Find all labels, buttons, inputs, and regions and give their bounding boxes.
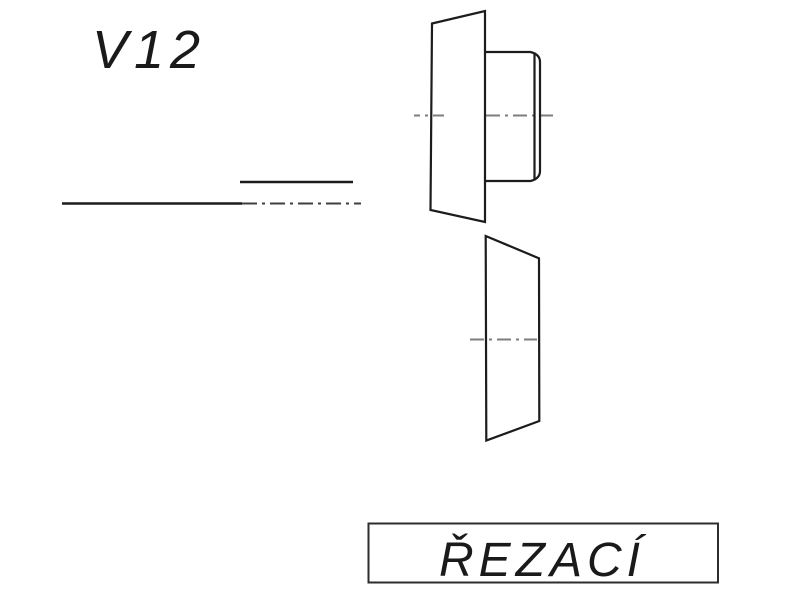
- projection-lines-group: [62, 180, 353, 205]
- top-part-body-outline: [429, 9, 487, 224]
- drawing-version-label: V12: [92, 20, 206, 80]
- centerlines-group: [414, 114, 553, 341]
- title-block-label: ŘEZACÍ: [439, 534, 647, 587]
- bottom-part-body-outline: [484, 234, 541, 443]
- part-outlines-group: [429, 9, 542, 443]
- title-block-box: [367, 522, 719, 584]
